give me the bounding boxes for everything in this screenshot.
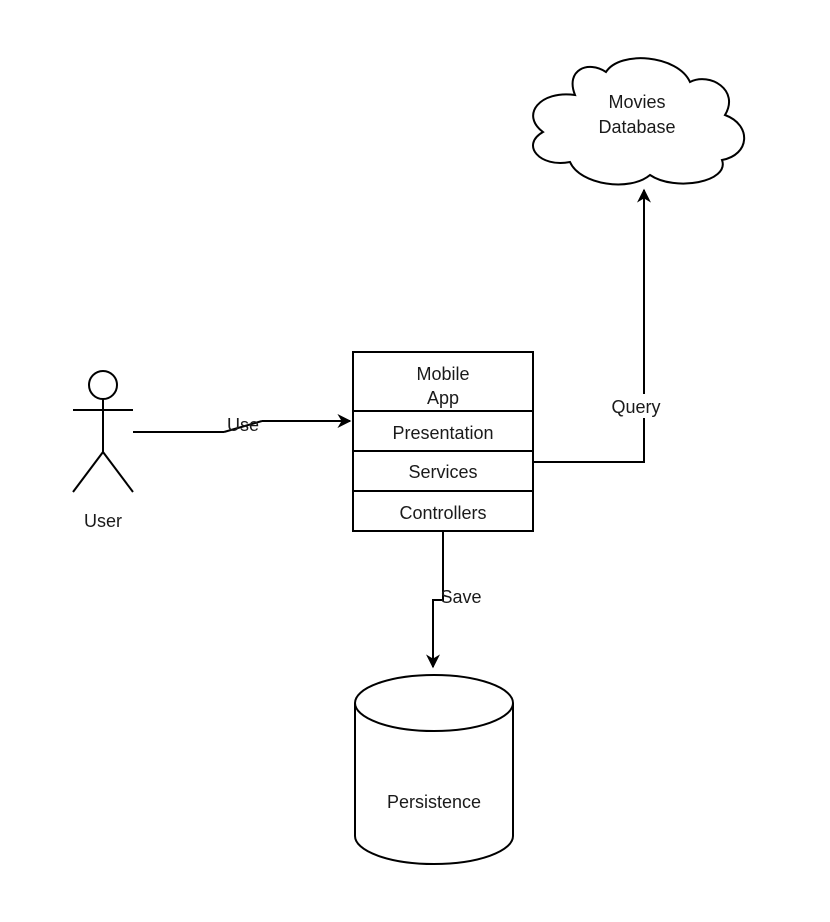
layer-services-box (352, 450, 534, 492)
actor-head (88, 370, 118, 400)
edge-query[interactable]: Query (533, 188, 669, 463)
user-actor[interactable]: User (72, 370, 134, 531)
layer-presentation-label: Presentation (392, 423, 493, 443)
actor-right-leg (102, 451, 134, 493)
edge-save[interactable]: Save (426, 531, 482, 669)
app-header-box (352, 351, 534, 412)
cylinder-body (354, 703, 514, 865)
actor-left-leg (72, 451, 104, 493)
layer-controllers-box (352, 490, 534, 532)
edge-save-line (426, 531, 444, 669)
edge-use-line-mid (223, 420, 263, 433)
movies-database-cloud[interactable]: Movies Database (532, 57, 746, 186)
layer-services-label: Services (408, 462, 477, 482)
edge-use-label: Use (227, 415, 259, 435)
actor-label: User (84, 511, 122, 531)
app-title-line1: Mobile (416, 364, 469, 384)
edge-query-label-bg (603, 394, 669, 418)
edge-save-label: Save (440, 587, 481, 607)
cloud-label-line1: Movies (608, 92, 665, 112)
cloud-label-line2: Database (598, 117, 675, 137)
mobile-app-component[interactable]: Mobile App Presentation Services Control… (352, 351, 534, 532)
cloud-shape (532, 57, 746, 186)
layer-controllers-label: Controllers (399, 503, 486, 523)
cylinder-top (354, 674, 514, 732)
persistence-label: Persistence (387, 792, 481, 812)
edge-query-line (533, 188, 651, 463)
edge-query-label: Query (611, 397, 660, 417)
app-title-line2: App (427, 388, 459, 408)
persistence-storage[interactable]: Persistence (354, 674, 514, 865)
edge-use[interactable]: Use (133, 414, 352, 435)
